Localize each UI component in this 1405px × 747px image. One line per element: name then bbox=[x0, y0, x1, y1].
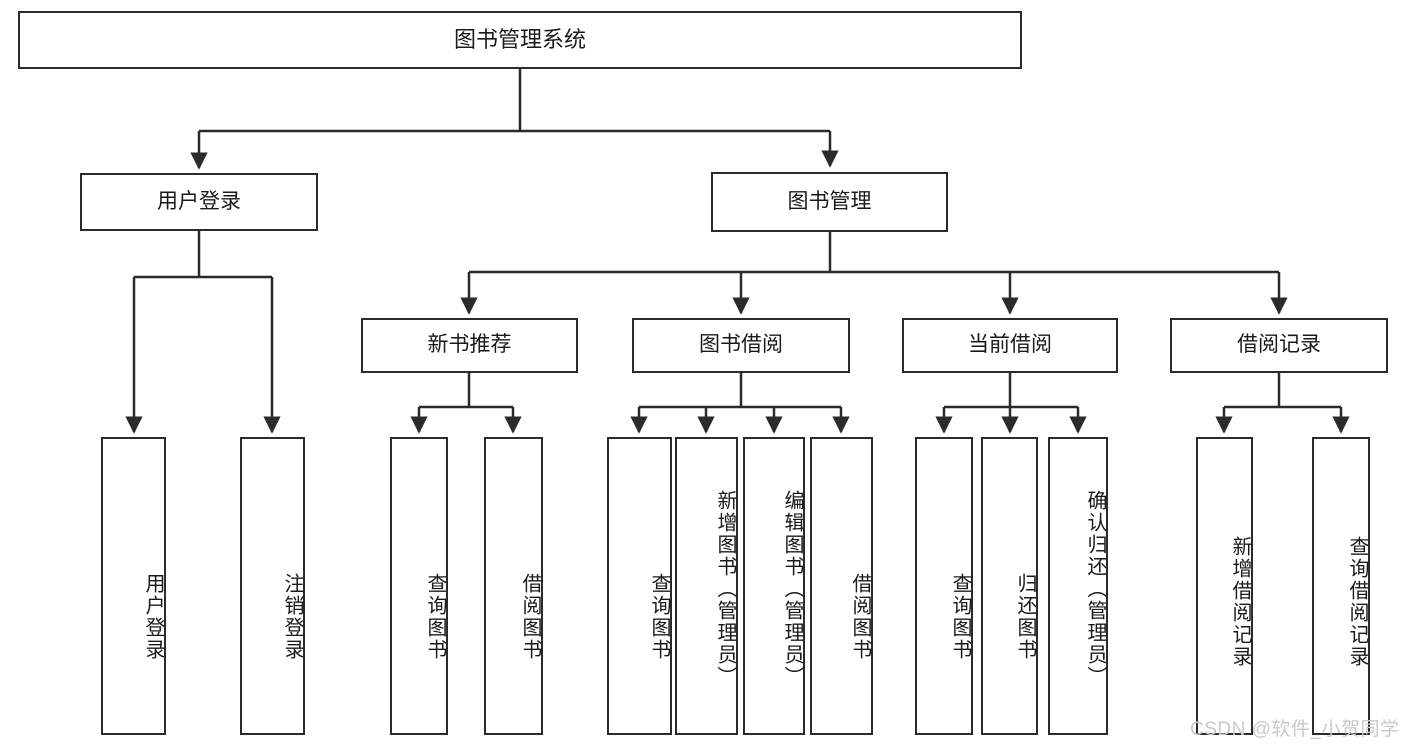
leaf-query-book-borrow[interactable]: 查询图书 bbox=[607, 437, 672, 735]
node-book-borrow[interactable]: 图书借阅 bbox=[632, 318, 850, 373]
node-new-book-recommend[interactable]: 新书推荐 bbox=[361, 318, 578, 373]
node-root[interactable]: 图书管理系统 bbox=[18, 11, 1022, 69]
leaf-borrow-book[interactable]: 借阅图书 bbox=[810, 437, 873, 735]
leaf-borrow-book-newbook[interactable]: 借阅图书 bbox=[484, 437, 543, 735]
node-book-management[interactable]: 图书管理 bbox=[711, 172, 948, 232]
leaf-add-book-admin[interactable]: 新增图书（管理员） bbox=[675, 437, 738, 735]
leaf-confirm-return-admin[interactable]: 确认归还（管理员） bbox=[1048, 437, 1108, 735]
leaf-logout[interactable]: 注销登录 bbox=[240, 437, 305, 735]
leaf-query-book-current[interactable]: 查询图书 bbox=[915, 437, 973, 735]
node-user-login[interactable]: 用户登录 bbox=[80, 173, 318, 231]
node-current-borrow[interactable]: 当前借阅 bbox=[902, 318, 1118, 373]
node-borrow-record[interactable]: 借阅记录 bbox=[1170, 318, 1388, 373]
leaf-return-book[interactable]: 归还图书 bbox=[981, 437, 1038, 735]
leaf-edit-book-admin[interactable]: 编辑图书（管理员） bbox=[743, 437, 805, 735]
leaf-add-borrow-record[interactable]: 新增借阅记录 bbox=[1196, 437, 1253, 735]
leaf-query-book-newbook[interactable]: 查询图书 bbox=[390, 437, 448, 735]
leaf-query-borrow-record[interactable]: 查询借阅记录 bbox=[1312, 437, 1370, 735]
watermark-text: CSDN @软件_小贺同学 bbox=[1190, 719, 1400, 740]
leaf-user-login[interactable]: 用户登录 bbox=[101, 437, 166, 735]
